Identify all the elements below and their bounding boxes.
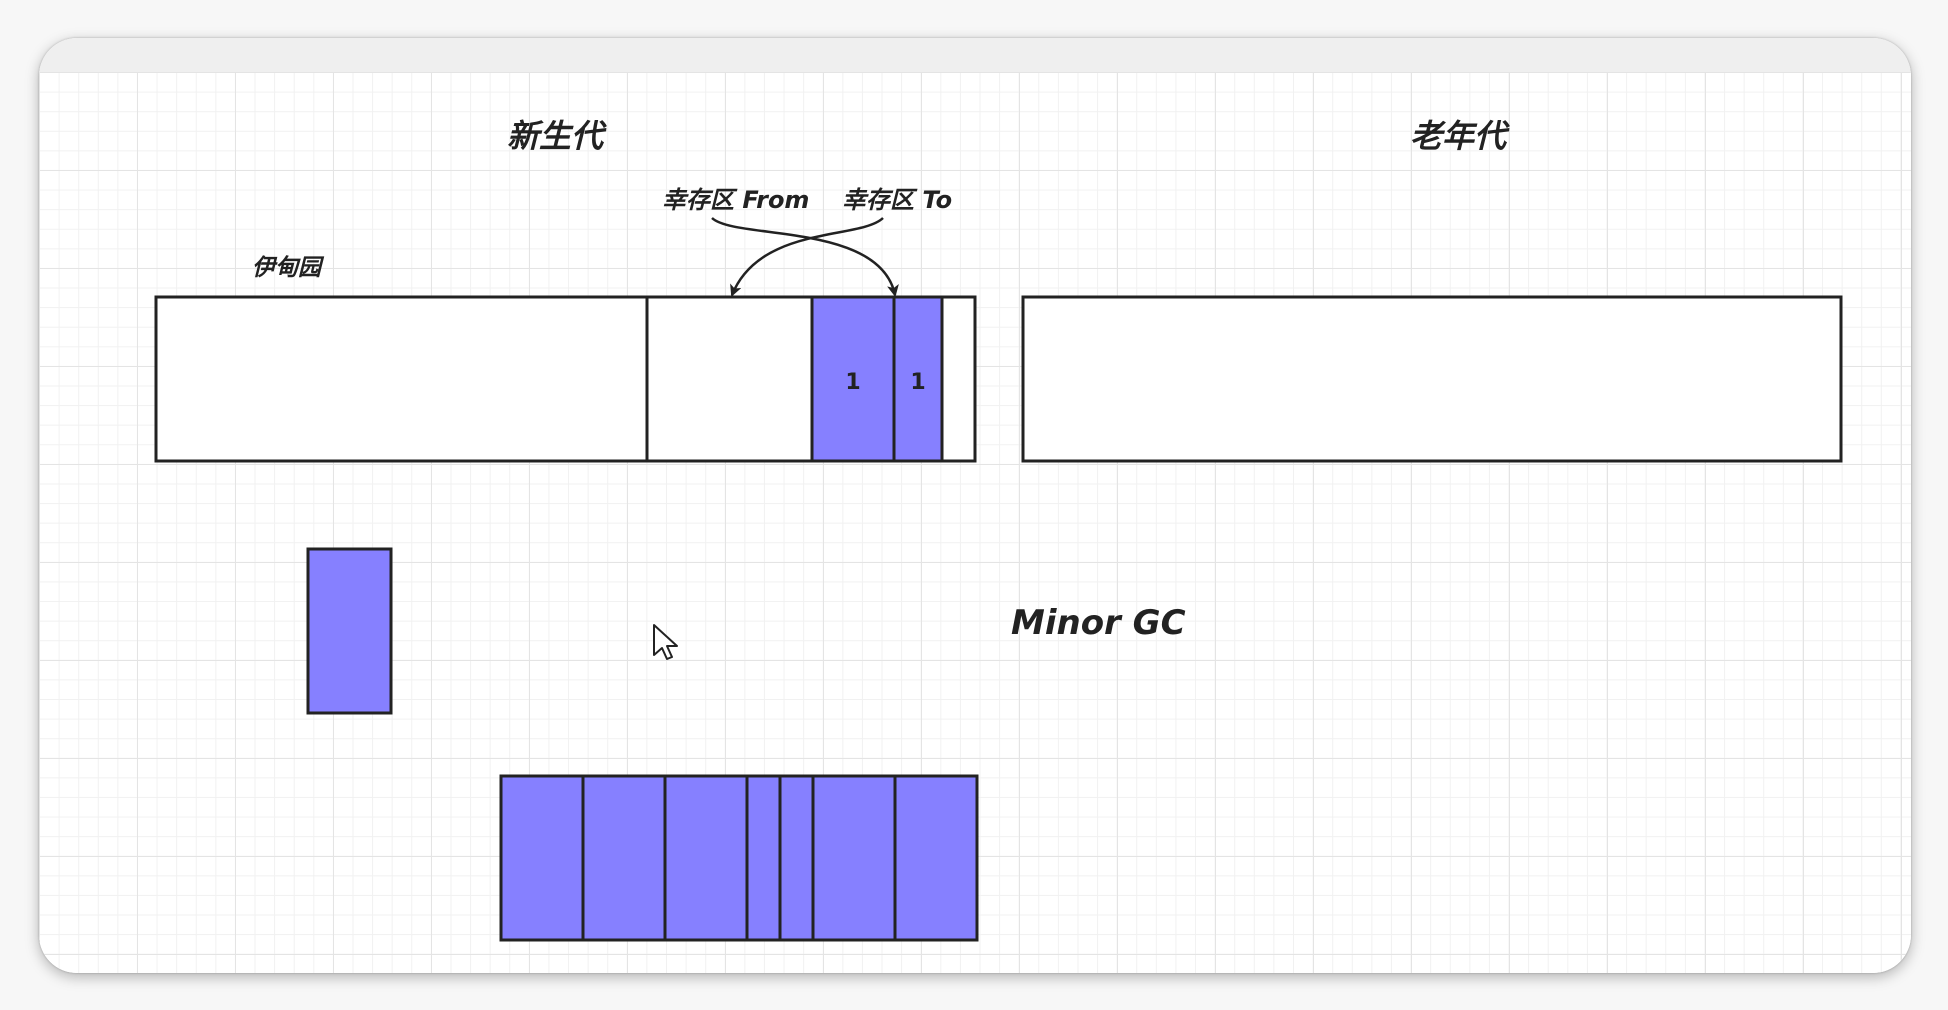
object-row (499, 774, 979, 942)
object-block (778, 774, 815, 942)
standalone-object (306, 547, 393, 715)
young-gen-title: 新生代 (507, 117, 607, 155)
survivor-to-label: 幸存区 To (842, 186, 952, 214)
object-block (663, 774, 749, 942)
survivor-from-count: 1 (845, 370, 860, 395)
survivor-from-region (645, 295, 814, 463)
object-block (811, 774, 897, 942)
survivor-to-count: 1 (910, 370, 925, 395)
eden-label: 伊甸园 (252, 255, 325, 281)
object-block (499, 774, 585, 942)
minor-gc-label: Minor GC (1011, 603, 1186, 643)
old-gen-title: 老年代 (1410, 117, 1510, 155)
window-titlebar (39, 38, 1911, 73)
object-block (745, 774, 782, 942)
old-gen-region (1021, 295, 1843, 463)
survivor-to-object (892, 295, 944, 463)
object-block (581, 774, 667, 942)
swap-arrow-from-to (711, 217, 899, 297)
object-block (893, 774, 979, 942)
mouse-pointer-icon (653, 624, 678, 660)
survivor-from-object (810, 295, 896, 463)
survivor-from-label: 幸存区 From (662, 186, 809, 214)
